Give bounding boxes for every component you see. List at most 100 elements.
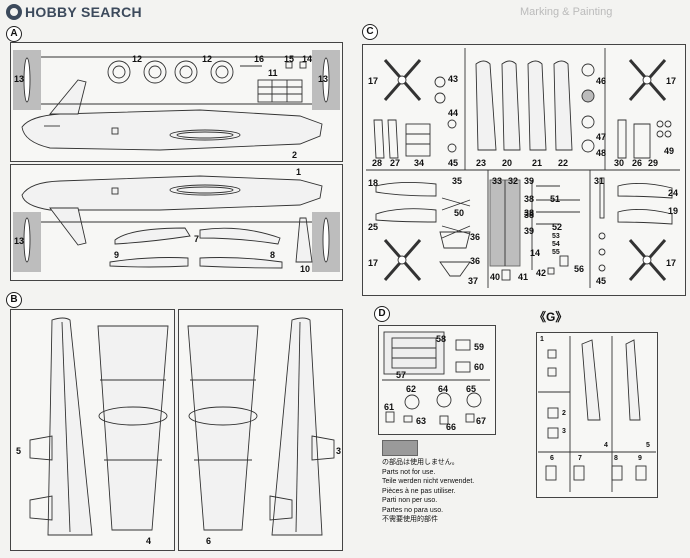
part-label: 13 (14, 236, 25, 246)
part-label: 36 (470, 232, 481, 242)
part-label: 17 (368, 76, 379, 86)
part-label: 17 (666, 76, 677, 86)
part-label: 63 (416, 416, 427, 426)
unused-parts-swatch (382, 440, 418, 456)
part-label: 8 (614, 455, 618, 462)
part-label: 12 (132, 54, 143, 64)
watermark: HOBBY SEARCH (6, 4, 142, 20)
part-label: 30 (614, 158, 625, 168)
section-b-label: B (6, 292, 22, 308)
part-label: 53 (552, 233, 560, 240)
part-label: 33 (492, 176, 503, 186)
part-label: 49 (664, 146, 675, 156)
part-label: 50 (454, 208, 465, 218)
part-label: 43 (448, 74, 459, 84)
part-label: 16 (254, 54, 265, 64)
part-label: 67 (476, 416, 487, 426)
section-c-label: C (362, 24, 378, 40)
part-label: 15 (284, 54, 295, 64)
part-label: 31 (594, 176, 605, 186)
section-d-label: D (374, 306, 390, 322)
watermark-text: HOBBY SEARCH (25, 4, 142, 20)
part-label: 61 (384, 402, 395, 412)
part-label: 2 (562, 410, 566, 417)
part-label: 52 (552, 222, 563, 232)
part-label: 66 (446, 422, 457, 432)
part-label: 4 (146, 536, 152, 546)
hobbysearch-logo-icon (6, 4, 22, 20)
part-label: 36 (470, 256, 481, 266)
part-label: 5 (646, 442, 650, 449)
part-label: 21 (532, 158, 543, 168)
part-label: 55 (552, 249, 560, 256)
note-line-it: Parti non per uso. (382, 497, 438, 504)
part-label: 3 (336, 446, 342, 456)
part-label: 7 (578, 455, 582, 462)
part-label: 4 (604, 442, 608, 449)
part-label: 39 (524, 176, 535, 186)
part-label: 1 (540, 336, 544, 343)
part-label: 46 (596, 76, 607, 86)
section-a-label: A (6, 26, 22, 42)
part-label: 45 (448, 158, 459, 168)
part-label: 40 (490, 272, 501, 282)
part-label: 42 (536, 268, 547, 278)
part-label: 19 (668, 206, 679, 216)
note-line-en: Parts not for use. (382, 468, 436, 476)
part-label: 25 (368, 222, 379, 232)
part-label: 10 (300, 264, 311, 274)
part-label: 18 (368, 178, 379, 188)
part-label: 64 (438, 384, 449, 394)
part-label: 58 (436, 334, 447, 344)
part-label: 45 (596, 276, 607, 286)
part-label: 11 (268, 68, 278, 78)
part-label: 32 (508, 176, 519, 186)
part-label: 38 (524, 208, 535, 218)
part-label: 51 (550, 194, 561, 204)
part-label: 3 (562, 428, 566, 435)
part-label: 62 (406, 384, 417, 394)
section-g-label: 《G》 (534, 310, 568, 324)
part-label: 14 (302, 54, 313, 64)
part-label: 47 (596, 132, 607, 142)
note-line-ja: の部品は使用しません。 (382, 459, 459, 466)
part-label: 14 (530, 248, 541, 258)
part-label: 48 (596, 148, 607, 158)
part-label: 39 (524, 226, 535, 236)
part-label: 8 (270, 250, 276, 260)
note-line-zh: 不需要使用的部件 (382, 516, 438, 523)
part-label: 22 (558, 158, 569, 168)
part-label: 23 (476, 158, 487, 168)
part-label: 44 (448, 108, 459, 118)
faded-header: Marking & Painting (520, 6, 613, 18)
part-label: 57 (396, 370, 407, 380)
note-line-fr: Pièces à ne pas utiliser. (382, 487, 456, 495)
part-label: 28 (372, 158, 383, 168)
part-label: 59 (474, 342, 485, 352)
part-label: 5 (16, 446, 22, 456)
part-label: 65 (466, 384, 477, 394)
part-label: 20 (502, 158, 513, 168)
unused-parts-note: の部品は使用しません。 Parts not for use. Teile wer… (382, 458, 492, 525)
note-line-es: Partes no para uso. (382, 506, 444, 514)
part-label: 13 (14, 74, 25, 84)
part-label: 37 (468, 276, 479, 286)
part-label: 29 (648, 158, 659, 168)
part-label: 38 (524, 210, 535, 220)
part-label: 9 (114, 250, 120, 260)
part-label: 7 (194, 234, 200, 244)
part-label: 9 (638, 455, 642, 462)
part-label: 2 (292, 150, 298, 160)
part-label: 35 (452, 176, 463, 186)
part-label: 38 (524, 194, 535, 204)
part-label: 60 (474, 362, 485, 372)
part-label: 1 (296, 167, 302, 177)
part-label: 6 (550, 455, 554, 462)
part-label: 27 (390, 158, 401, 168)
part-label: 17 (666, 258, 677, 268)
part-label: 6 (206, 536, 212, 546)
part-label: 41 (518, 272, 529, 282)
part-label: 54 (552, 241, 560, 248)
part-label: 12 (202, 54, 213, 64)
